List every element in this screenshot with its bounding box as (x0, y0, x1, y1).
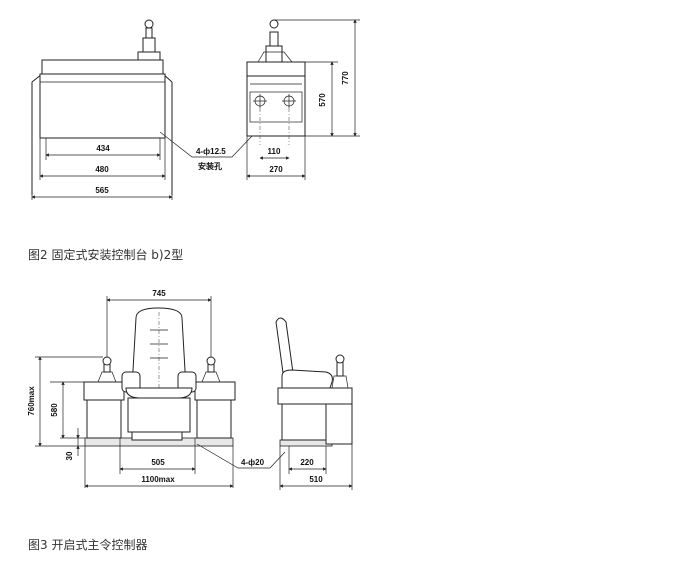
dim-570: 570 (318, 93, 327, 107)
figure3-caption: 图3 开启式主令控制器 (28, 538, 148, 552)
dim-505: 505 (151, 458, 165, 467)
dim-434: 434 (96, 144, 110, 153)
fig2-side-view: 110 270 570 770 (246, 19, 360, 180)
dim-745: 745 (152, 289, 166, 298)
fig3-side-view: 220 510 (275, 317, 353, 490)
dim-480: 480 (95, 165, 109, 174)
fig3-hole-callout: 4-ф20 (196, 443, 286, 469)
dim-1100max: 1100max (141, 475, 175, 484)
fig3-front-view: 745 760max 580 30 505 1100max (27, 289, 236, 488)
fig2-side-joystick (257, 19, 293, 63)
fig3-left-joystick (97, 356, 117, 383)
dim-580: 580 (50, 403, 59, 417)
dim-565: 565 (95, 186, 109, 195)
dim-510: 510 (309, 475, 323, 484)
hole-label: 4-ф12.5 (196, 147, 226, 156)
dim-270: 270 (269, 165, 283, 174)
fig2-joystick (137, 19, 161, 61)
dim-770: 770 (341, 71, 350, 85)
fig2-hole-callout: 4-ф12.5 安装孔 (159, 131, 255, 171)
fig3-chair (121, 307, 197, 441)
figure2-caption: 图2 固定式安装控制台 b)2型 (28, 248, 184, 262)
fig3-right-joystick (201, 356, 221, 383)
dim-220: 220 (300, 458, 314, 467)
fig3-side-joystick (331, 354, 349, 389)
dim-30: 30 (65, 451, 74, 460)
fig3-hole-label: 4-ф20 (241, 458, 265, 467)
fig2-front-view: 434 480 565 (31, 19, 173, 200)
dim-110: 110 (268, 147, 281, 156)
dim-760max: 760max (27, 386, 36, 416)
hole-note: 安装孔 (198, 161, 222, 171)
